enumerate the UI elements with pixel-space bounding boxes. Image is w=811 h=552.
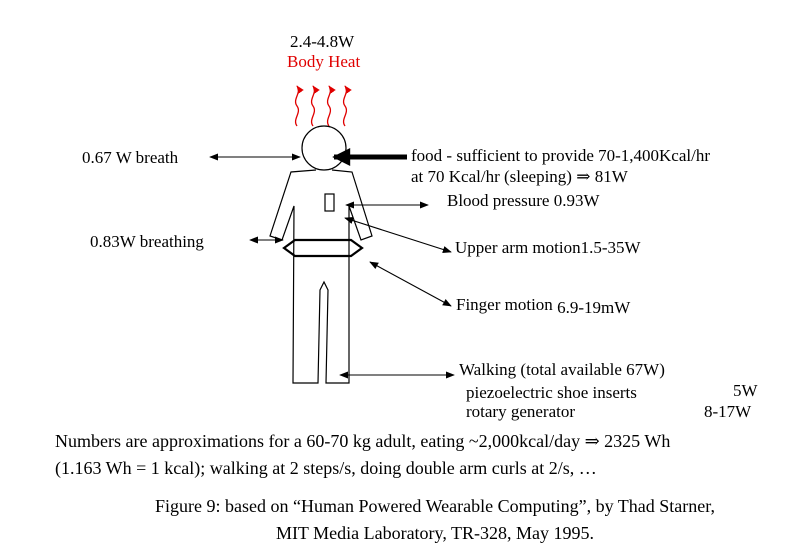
food-label-line1: food - sufficient to provide 70-1,400Kca…	[411, 146, 711, 165]
heart-marker	[324, 193, 335, 212]
breath-label: 0.67 W breath	[82, 148, 179, 167]
head	[301, 125, 347, 171]
upper-arm-arrow	[344, 217, 452, 253]
piezo-label: piezoelectric shoe inserts	[466, 383, 637, 402]
walking-title: Walking (total available 67W)	[459, 360, 665, 379]
heat-wave-3	[326, 85, 336, 127]
finger-text: Finger motion	[456, 295, 553, 314]
piezo-value: 5W	[733, 381, 758, 400]
upper-arm-value: 1.5-35W	[580, 238, 641, 257]
heat-watts-label: 2.4-4.8W	[290, 32, 355, 51]
food-label-line2: at 70 Kcal/hr (sleeping) ⇒ 81W	[411, 167, 628, 186]
arrows	[209, 148, 455, 379]
finger-value: 6.9-19mW	[557, 298, 631, 317]
human-figure	[269, 125, 373, 384]
heat-wave-arrows	[294, 85, 352, 127]
note-line2: (1.163 Wh = 1 kcal); walking at 2 steps/…	[55, 458, 597, 478]
note-line1: Numbers are approximations for a 60-70 k…	[55, 431, 671, 451]
caption-line2: MIT Media Laboratory, TR-328, May 1995.	[275, 523, 595, 543]
finger-arrow	[369, 261, 452, 307]
upper-arm-text: Upper arm motion	[455, 238, 581, 257]
heat-wave-1	[294, 85, 304, 127]
body-outline	[269, 169, 373, 384]
waist-belt	[282, 238, 364, 258]
heat-wave-2	[310, 85, 320, 127]
blood-pressure-label: Blood pressure 0.93W	[447, 191, 600, 210]
upper-arm-label: Upper arm motion1.5-35W	[455, 239, 641, 256]
body-heat-label: Body Heat	[287, 52, 361, 71]
breathing-label: 0.83W breathing	[90, 232, 204, 251]
heat-wave-4	[342, 85, 352, 127]
finger-label: Finger motion 6.9-19mW	[456, 295, 630, 316]
caption-line1: Figure 9: based on “Human Powered Wearab…	[154, 496, 716, 516]
rotary-value: 8-17W	[704, 402, 752, 421]
rotary-label: rotary generator	[466, 402, 576, 421]
